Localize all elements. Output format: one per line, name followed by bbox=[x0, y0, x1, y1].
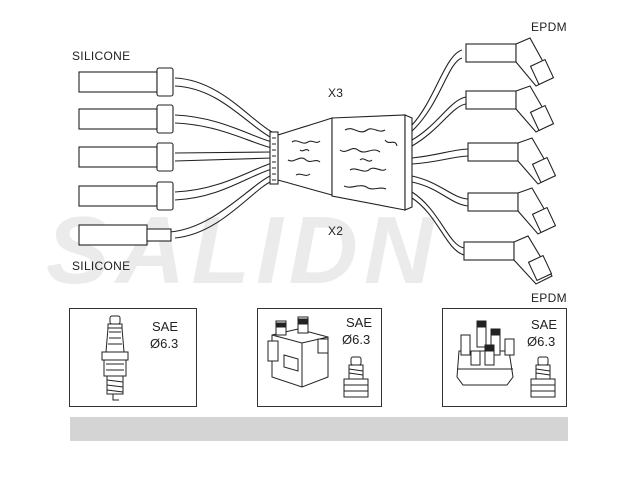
footer-bar bbox=[70, 417, 568, 441]
terminal-stud-icon bbox=[530, 356, 556, 398]
label-epdm-top: EPDM bbox=[531, 20, 567, 34]
box2-diameter-label: Ø6.3 bbox=[342, 332, 371, 347]
ignition-coil-icon bbox=[267, 316, 329, 388]
terminal-box-spark-plug: SAE Ø6.3 bbox=[69, 308, 197, 407]
label-multiplier-x3: X3 bbox=[328, 86, 344, 100]
label-epdm-bottom: EPDM bbox=[531, 291, 567, 305]
left-boots bbox=[78, 67, 174, 246]
box3-diameter-label: Ø6.3 bbox=[527, 334, 556, 349]
box1-sae-label: SAE bbox=[152, 319, 179, 334]
terminal-box-distributor-cap: SAE Ø6.3 bbox=[442, 308, 567, 407]
right-cables bbox=[411, 49, 469, 256]
box2-sae-label: SAE bbox=[346, 315, 373, 330]
cable-loom bbox=[269, 114, 413, 211]
left-cables bbox=[169, 77, 273, 239]
label-silicone-bottom: SILICONE bbox=[72, 259, 131, 273]
cable-harness-drawing bbox=[78, 37, 557, 285]
label-multiplier-x2: X2 bbox=[328, 224, 344, 238]
distributor-cap-icon bbox=[456, 320, 515, 386]
right-boots bbox=[463, 37, 557, 285]
spark-plug-icon bbox=[101, 315, 129, 401]
box3-sae-label: SAE bbox=[531, 317, 558, 332]
label-silicone-top: SILICONE bbox=[72, 49, 131, 63]
box1-diameter-label: Ø6.3 bbox=[150, 336, 179, 351]
terminal-stud-icon bbox=[343, 356, 369, 398]
watermark-text: SALIDN bbox=[46, 197, 440, 304]
terminal-box-ignition-coil: SAE Ø6.3 bbox=[257, 308, 382, 407]
